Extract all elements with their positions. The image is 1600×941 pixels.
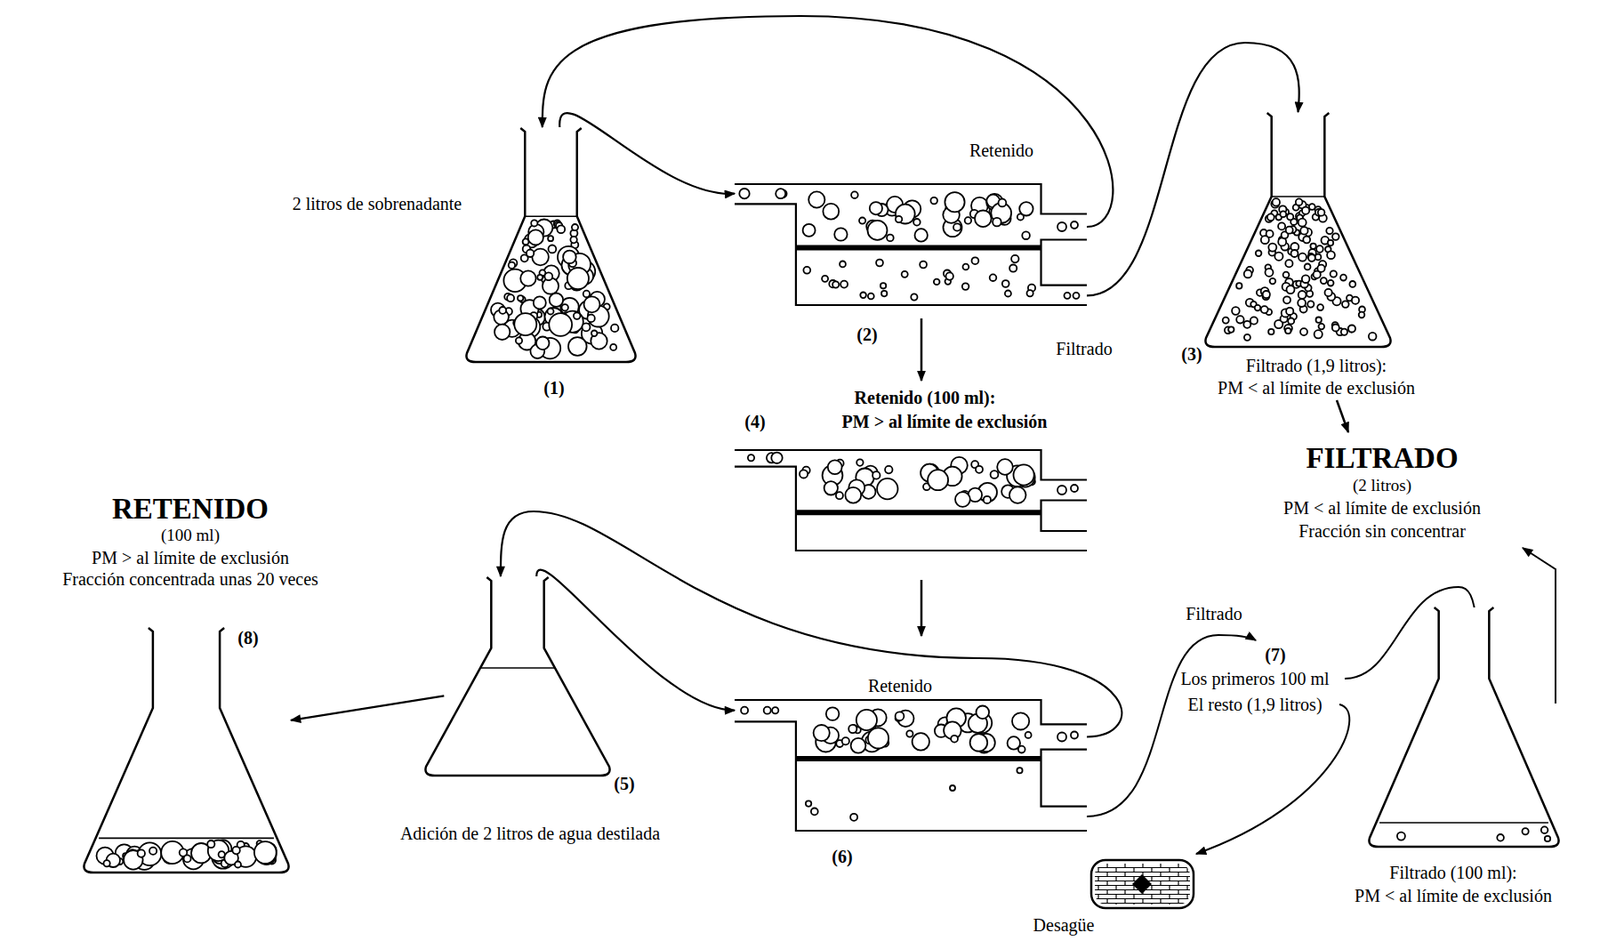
flask-outline: [81, 627, 291, 873]
callout-number: (8): [237, 627, 258, 649]
filter-unit-node: (2): [734, 183, 1087, 306]
waste-tube: [1196, 704, 1350, 854]
text-label: El resto (1,9 litros): [1187, 694, 1322, 716]
callout-number: (7): [1264, 644, 1286, 666]
callout-number: (2): [856, 324, 877, 346]
text-label: FILTRADO: [1305, 442, 1458, 476]
drain-symbol: [1091, 860, 1194, 909]
return-arrow: [1522, 547, 1556, 704]
text-label: Desagüe: [1033, 915, 1095, 936]
text-label: PM < al límite de exclusión: [1283, 498, 1481, 519]
edge-label: Filtrado: [1053, 338, 1114, 360]
tube-connector: [542, 16, 1114, 227]
flask-outline: [464, 127, 638, 362]
callout-number: (1): [543, 377, 564, 399]
filter-unit-figure: [734, 449, 1087, 552]
text-label: 2 litros de sobrenadante: [292, 193, 463, 215]
text-label: Adición de 2 litros de agua destilada: [400, 823, 660, 845]
callout-number: (5): [613, 773, 635, 795]
tube-connector: [500, 511, 1122, 738]
edge-label: Retenido: [866, 675, 934, 697]
down-arrow: [920, 579, 924, 636]
text-label: PM < al límite de exclusión: [1354, 885, 1552, 907]
text-label: PM > al límite de exclusión: [842, 411, 1048, 433]
flask-outline: [1366, 606, 1561, 847]
tube-connector: [290, 695, 444, 721]
arrow: [1336, 400, 1349, 433]
flask-node: (1): [464, 127, 638, 362]
flask-node: (5): [423, 576, 612, 776]
callout-number: (4): [744, 411, 765, 433]
text-label: PM > al límite de exclusión: [91, 547, 290, 569]
text-label: Fracción sin concentrar: [1298, 521, 1466, 542]
flask-node: (3): [1203, 112, 1393, 347]
text-label: Filtrado (1,9 litros):: [1246, 355, 1387, 377]
filtrate-tube: [1086, 635, 1256, 817]
filter-outline: [734, 183, 1087, 306]
text-label: Fracción concentrada unas 20 veces: [62, 569, 319, 590]
flask-node: (8): [81, 627, 291, 873]
text-label: Los primeros 100 ml: [1180, 668, 1329, 690]
flask-outline: [423, 576, 612, 776]
down-arrow: [920, 318, 924, 381]
callout-number: (6): [831, 846, 853, 868]
callout-number: (3): [1181, 344, 1202, 365]
edge-label: Retenido: [967, 140, 1036, 161]
filter-outline: [734, 699, 1087, 832]
text-label: PM < al límite de exclusión: [1217, 377, 1416, 399]
text-label: Filtrado (100 ml):: [1389, 862, 1517, 884]
text-label: (100 ml): [160, 525, 220, 546]
tube-connector: [559, 112, 735, 194]
filter-outline: [734, 449, 1087, 552]
flask-figure: [1366, 606, 1561, 847]
text-label: Filtrado: [1185, 603, 1242, 625]
text-label: Retenido (100 ml):: [854, 387, 997, 409]
flask-outline: [1203, 112, 1393, 347]
filter-unit-node: (6): [734, 699, 1087, 832]
text-label: (2 litros): [1352, 475, 1412, 496]
text-label: RETENIDO: [112, 492, 269, 527]
